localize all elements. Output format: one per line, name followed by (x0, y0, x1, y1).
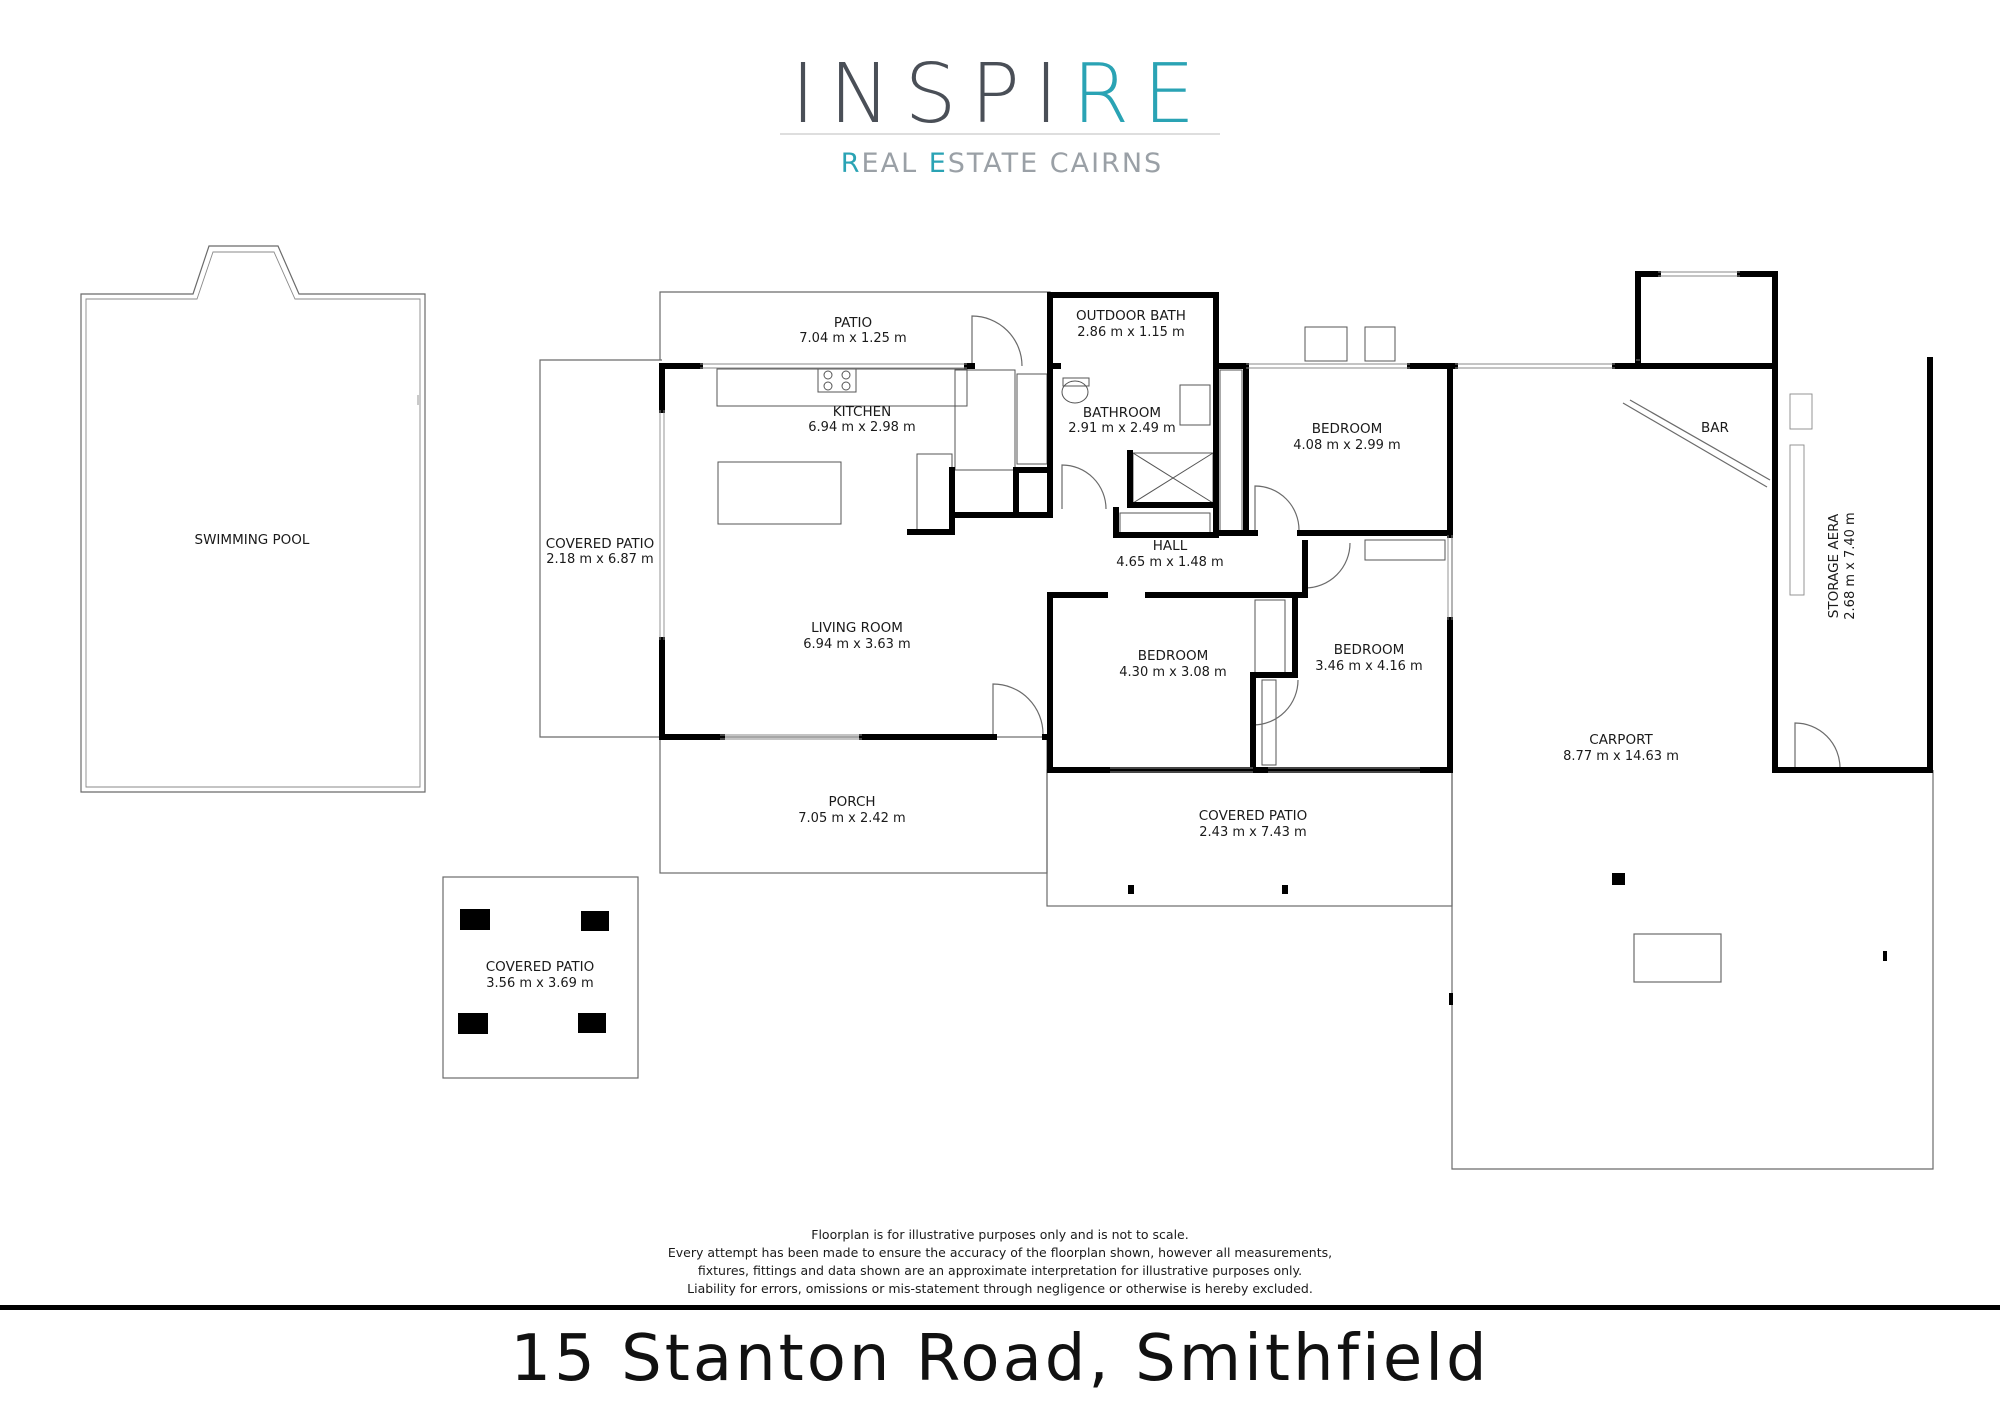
walls (659, 271, 1933, 773)
dim-bedroom-3: 3.46 m x 4.16 m (1315, 659, 1422, 674)
outdoor-outlines (442, 291, 1934, 1170)
label-living-room: LIVING ROOM (811, 620, 903, 636)
label-bar: BAR (1701, 420, 1729, 436)
dim-storage: 2.68 m x 7.40 m (1843, 512, 1858, 619)
disclaimer-line: Floorplan is for illustrative purposes o… (811, 1227, 1189, 1242)
label-outdoor-bath: OUTDOOR BATH (1076, 308, 1186, 324)
inspire-logo: INSPIRE REAL ESTATE CAIRNS (780, 47, 1220, 179)
disclaimer-line: Liability for errors, omissions or mis-s… (687, 1281, 1313, 1296)
dim-porch: 7.05 m x 2.42 m (798, 811, 905, 826)
dim-carport: 8.77 m x 14.63 m (1563, 749, 1679, 764)
label-hall: HALL (1153, 538, 1188, 554)
label-covered-patio-left: COVERED PATIO (546, 536, 655, 552)
label-covered-patio-mid: COVERED PATIO (1199, 808, 1308, 824)
footer-divider (0, 1305, 2000, 1310)
label-kitchen: KITCHEN (833, 404, 892, 420)
dim-outdoor-bath: 2.86 m x 1.15 m (1077, 325, 1184, 340)
dim-bedroom-1: 4.08 m x 2.99 m (1293, 438, 1400, 453)
label-carport: CARPORT (1589, 732, 1653, 748)
dim-bedroom-2: 4.30 m x 3.08 m (1119, 665, 1226, 680)
label-storage: STORAGE AERA (1826, 513, 1842, 618)
dim-living-room: 6.94 m x 3.63 m (803, 637, 910, 652)
label-bedroom-2: BEDROOM (1138, 648, 1208, 664)
dim-covered-patio-left: 2.18 m x 6.87 m (546, 552, 653, 567)
disclaimer-line: fixtures, fittings and data shown are an… (697, 1263, 1303, 1278)
fixtures (716, 326, 1446, 766)
label-covered-patio-small: COVERED PATIO (486, 959, 595, 975)
room-labels: SWIMMING POOL PATIO 7.04 m x 1.25 m OUTD… (195, 308, 1858, 991)
posts (458, 873, 1887, 1034)
dim-covered-patio-mid: 2.43 m x 7.43 m (1199, 825, 1306, 840)
swimming-pool-area (80, 245, 426, 793)
logo-main-text: INSPIRE (791, 47, 1209, 142)
dim-covered-patio-small: 3.56 m x 3.69 m (486, 976, 593, 991)
label-bedroom-1: BEDROOM (1312, 421, 1382, 437)
property-address: 15 Stanton Road, Smithfield (510, 1322, 1490, 1396)
dim-kitchen: 6.94 m x 2.98 m (808, 420, 915, 435)
label-bedroom-3: BEDROOM (1334, 642, 1404, 658)
disclaimer-line: Every attempt has been made to ensure th… (667, 1245, 1333, 1260)
disclaimer: Floorplan is for illustrative purposes o… (600, 1226, 1400, 1298)
label-porch: PORCH (828, 794, 875, 810)
logo-sub-text: REAL ESTATE CAIRNS (841, 148, 1163, 179)
floor-plan: INSPIRE REAL ESTATE CAIRNS (80, 47, 1934, 1170)
windows (659, 271, 1740, 773)
doors (971, 315, 1841, 769)
label-swimming-pool: SWIMMING POOL (195, 532, 310, 548)
dim-hall: 4.65 m x 1.48 m (1116, 555, 1223, 570)
dim-bathroom: 2.91 m x 2.49 m (1068, 421, 1175, 436)
dim-patio-top: 7.04 m x 1.25 m (799, 331, 906, 346)
label-bathroom: BATHROOM (1083, 405, 1161, 421)
label-patio-top: PATIO (834, 315, 872, 331)
